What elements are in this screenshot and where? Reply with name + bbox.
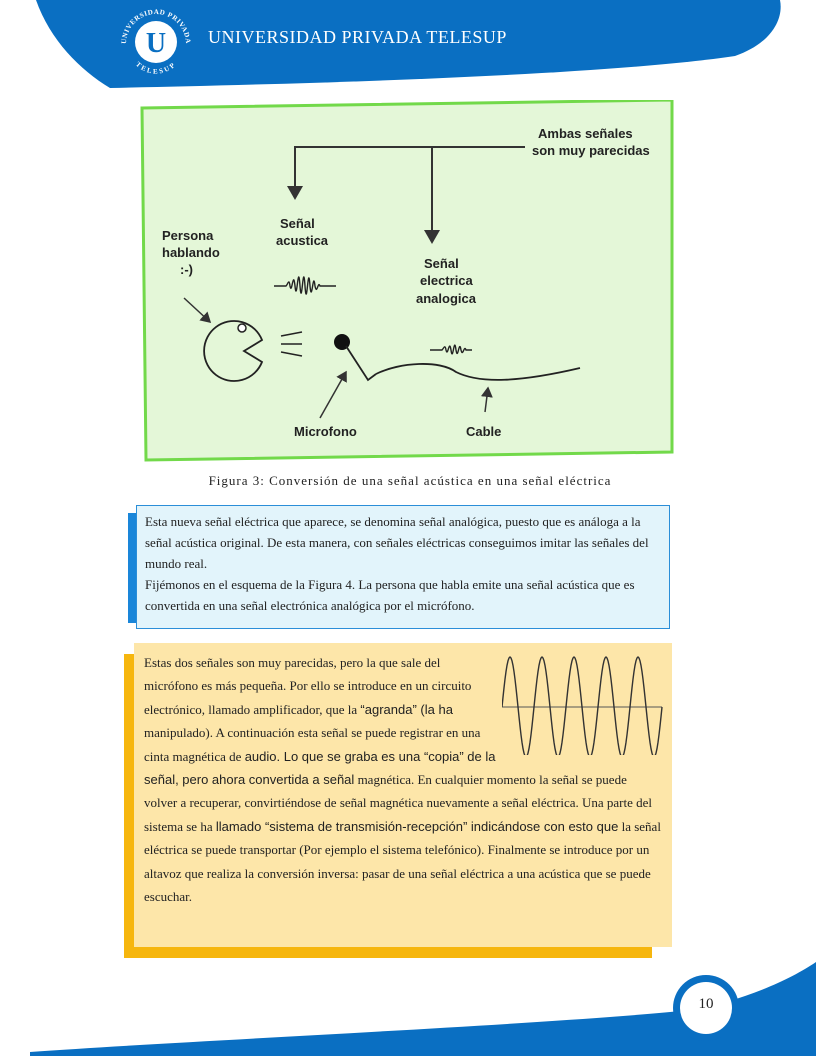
label-person: Persona [162, 228, 214, 243]
label-both-signals-2: son muy parecidas [532, 143, 650, 158]
label-electric-2: electrica [420, 273, 474, 288]
info-box-blue: Esta nueva señal eléctrica que aparece, … [136, 505, 670, 629]
box2-text-7: la señal eléctrica se puede transportar … [144, 818, 661, 905]
label-person-2: hablando [162, 245, 220, 260]
label-electric-3: analogica [416, 291, 477, 306]
box2-text-3: manipulado). A continuación esta señal s… [144, 725, 481, 764]
label-acoustic-2: acustica [276, 233, 329, 248]
box2-text-1: Estas dos señales son muy parecidas, per… [144, 655, 472, 717]
label-person-3: :-) [180, 262, 193, 277]
footer-band [30, 962, 816, 1056]
label-acoustic: Señal [280, 216, 315, 231]
sine-wave-graphic [502, 656, 663, 755]
signal-conversion-figure: Ambas señales son muy parecidas Señal ac… [140, 100, 674, 462]
header-band [36, 0, 781, 88]
box1-paragraph-1: Esta nueva señal eléctrica que aparece, … [145, 514, 649, 571]
university-title: UNIVERSIDAD PRIVADA TELESUP [208, 27, 507, 47]
figure-caption: Figura 3: Conversión de una señal acústi… [208, 473, 612, 488]
label-electric: Señal [424, 256, 459, 271]
person-head [203, 320, 264, 382]
box2-text-4: audio. Lo que se graba es una “copia” de… [144, 748, 496, 788]
box1-paragraph-2: Fijémonos en el esquema de la Figura 4. … [145, 577, 635, 613]
box2-text-2: “agranda” (la ha [360, 701, 453, 717]
box2-text-5: magnética. En cualquier momento la señal… [144, 772, 653, 834]
label-microphone: Microfono [294, 424, 357, 439]
acoustic-wave [274, 276, 336, 295]
box2-text-6: llamado “sistema de transmisión-recepció… [215, 818, 619, 834]
label-cable: Cable [466, 424, 501, 439]
cable-line [375, 363, 581, 381]
electric-wave [430, 344, 472, 355]
info-box-orange: Estas dos señales son muy parecidas, per… [134, 643, 672, 947]
label-both-signals: Ambas señales [538, 126, 633, 141]
logo-monogram: U [146, 28, 166, 59]
page-number: 10 [698, 996, 714, 1012]
figure-background [140, 100, 674, 462]
university-logo: U UNIVERSIDAD PRIVADA TELESUP [120, 8, 192, 76]
